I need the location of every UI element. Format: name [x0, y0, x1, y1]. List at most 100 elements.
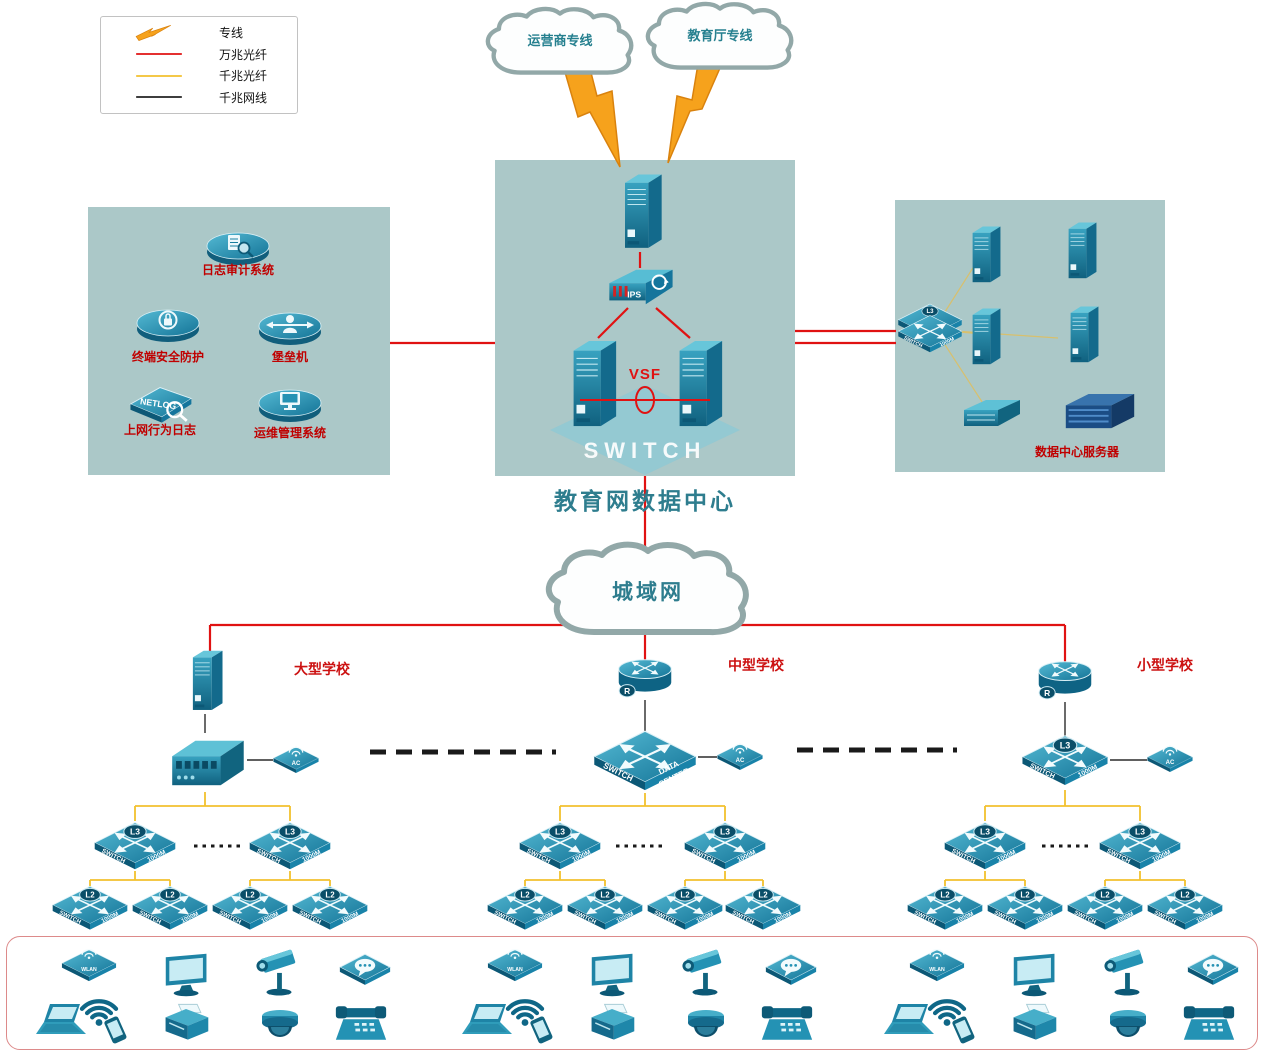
desktop-monitor-icon — [1013, 953, 1055, 997]
legend-item-1g-ethernet: 千兆网线 — [111, 88, 287, 106]
wireless-ap-icon: WLAN — [61, 949, 117, 982]
small-school-core-switch: L3 SWITCH 1000M — [1022, 735, 1108, 786]
red-line-icon — [136, 53, 182, 56]
small-school-ac-icon: AC — [1147, 745, 1193, 773]
switch-tier-badge: L3 — [130, 827, 140, 837]
dome-camera-icon — [688, 1010, 724, 1037]
wireless-ap-icon: WLAN — [487, 949, 543, 982]
large-school-gateway-icon — [172, 740, 244, 786]
l2-switch: L2 SWITCH 1000M — [725, 885, 801, 931]
large-school-server-icon — [192, 650, 223, 711]
label-bastion: 堡垒机 — [271, 350, 309, 364]
bastion-host-icon — [258, 312, 322, 346]
ptz-camera-icon — [680, 949, 722, 996]
ac-label: AC — [292, 761, 301, 767]
switch-tier-badge: L3 — [1135, 827, 1145, 837]
ips-device-icon: IPS — [608, 268, 674, 306]
ptz-camera-icon — [254, 949, 296, 996]
datacenter-access-switch: L3 SWITCH 1000M — [897, 303, 963, 353]
legend-item-10g-fiber: 万兆光纤 — [111, 45, 287, 63]
telephone-icon — [1183, 1006, 1235, 1040]
cloud-education-line: 教育厅专线 — [640, 0, 800, 74]
l2-switch: L2 SWITCH 1000M — [907, 885, 983, 931]
switch-tier-badge: L2 — [1020, 890, 1030, 899]
smartphone-icon — [103, 1016, 128, 1045]
endpoint-group-1: WLAN — [32, 938, 402, 1048]
switch-tier-badge: L3 — [720, 827, 730, 837]
ops-mgmt-icon — [258, 389, 322, 423]
switch-tier-badge: L3 — [555, 827, 565, 837]
l2-switch: L2 SWITCH 1000M — [1147, 885, 1223, 931]
datacenter-server-icon — [1070, 306, 1099, 363]
l2-switch: L2 SWITCH 1000M — [647, 885, 723, 931]
switch-tier-badge: L2 — [245, 890, 255, 899]
laptop-icon — [462, 1004, 512, 1034]
ap-label: WLAN — [81, 967, 97, 973]
printer-icon — [164, 1003, 209, 1041]
ap-label: WLAN — [507, 967, 523, 973]
l2-switch: L2 SWITCH 1000M — [567, 885, 643, 931]
label-terminal-protect: 终端安全防护 — [131, 350, 205, 364]
switch-tier-badge: L2 — [85, 890, 95, 899]
switch-tier-badge: L3 — [1060, 740, 1071, 750]
legend-label: 专线 — [219, 26, 244, 41]
vsf-link-icon: VSF — [580, 366, 710, 414]
log-audit-icon — [206, 232, 270, 266]
chat-terminal-icon — [339, 953, 391, 986]
medium-school-ac-icon: AC — [717, 743, 763, 771]
desktop-monitor-icon — [591, 953, 633, 997]
ac-label: AC — [1166, 760, 1175, 766]
datacenter-server-icon — [972, 308, 1001, 365]
l3-switch: L3 SWITCH 1000M — [519, 822, 601, 870]
switch-tier-badge: L2 — [325, 890, 335, 899]
datacenter-rack-icon — [1064, 393, 1136, 430]
yellow-line-icon — [136, 74, 182, 77]
l3-switch: L3 SWITCH 1000M — [684, 822, 766, 870]
legend-label: 千兆网线 — [219, 90, 268, 105]
cloud-metro-network: 城域网 — [528, 540, 768, 640]
terminal-protect-icon — [136, 309, 200, 343]
smartphone-icon — [951, 1016, 976, 1045]
dome-camera-icon — [1110, 1010, 1146, 1037]
switch-tier-badge: L2 — [680, 890, 690, 899]
l3-switch: L3 SWITCH 1000M — [944, 822, 1026, 870]
laptop-icon — [36, 1004, 86, 1034]
datacenter-server-icon — [972, 226, 1001, 283]
router-badge: R — [624, 686, 630, 696]
label-large-school: 大型学校 — [294, 661, 350, 677]
cloud-carrier-line: 运营商专线 — [480, 4, 640, 80]
switch-tier-badge: L2 — [940, 890, 950, 899]
ptz-camera-icon — [1102, 949, 1144, 996]
l3-switch: L3 SWITCH 1000M — [249, 822, 331, 870]
legend-item-leased-line: 专线 — [111, 24, 287, 42]
l2-switch: L2 SWITCH 1000M — [987, 885, 1063, 931]
datacenter-appliance-icon — [963, 399, 1021, 427]
printer-icon — [590, 1003, 635, 1041]
legend-label: 万兆光纤 — [219, 47, 268, 62]
telephone-icon — [335, 1006, 387, 1040]
datacenter-server-icon — [1068, 222, 1097, 279]
legend-label: 千兆光纤 — [219, 69, 268, 84]
dashed-separator-lines — [370, 747, 957, 755]
switch-tier-badge: L3 — [980, 827, 990, 837]
wireless-ap-icon: WLAN — [909, 949, 965, 982]
l2-switch: L2 SWITCH 1000M — [132, 885, 208, 931]
switch-tier-badge: L2 — [1180, 890, 1190, 899]
endpoint-group-3: WLAN — [880, 938, 1250, 1048]
switch-tier-badge: L3 — [285, 827, 295, 837]
label-ops-mgmt: 运维管理系统 — [253, 426, 327, 440]
label-datacenter-servers: 数据中心服务器 — [1034, 445, 1120, 459]
laptop-icon — [884, 1004, 934, 1034]
l3-switch: L3 SWITCH 1000M — [94, 822, 176, 870]
l2-switch: L2 SWITCH 1000M — [52, 885, 128, 931]
label-medium-school: 中型学校 — [728, 657, 784, 673]
switch-tier-badge: L3 — [926, 309, 934, 315]
medium-school-router-icon: R — [615, 656, 675, 698]
label-small-school: 小型学校 — [1137, 657, 1193, 673]
l2-switch: L2 SWITCH 1000M — [292, 885, 368, 931]
large-school-ac-icon: AC — [273, 746, 319, 774]
printer-icon — [1012, 1003, 1057, 1041]
ips-label: IPS — [627, 290, 641, 300]
small-school-router-icon: R — [1035, 658, 1095, 700]
